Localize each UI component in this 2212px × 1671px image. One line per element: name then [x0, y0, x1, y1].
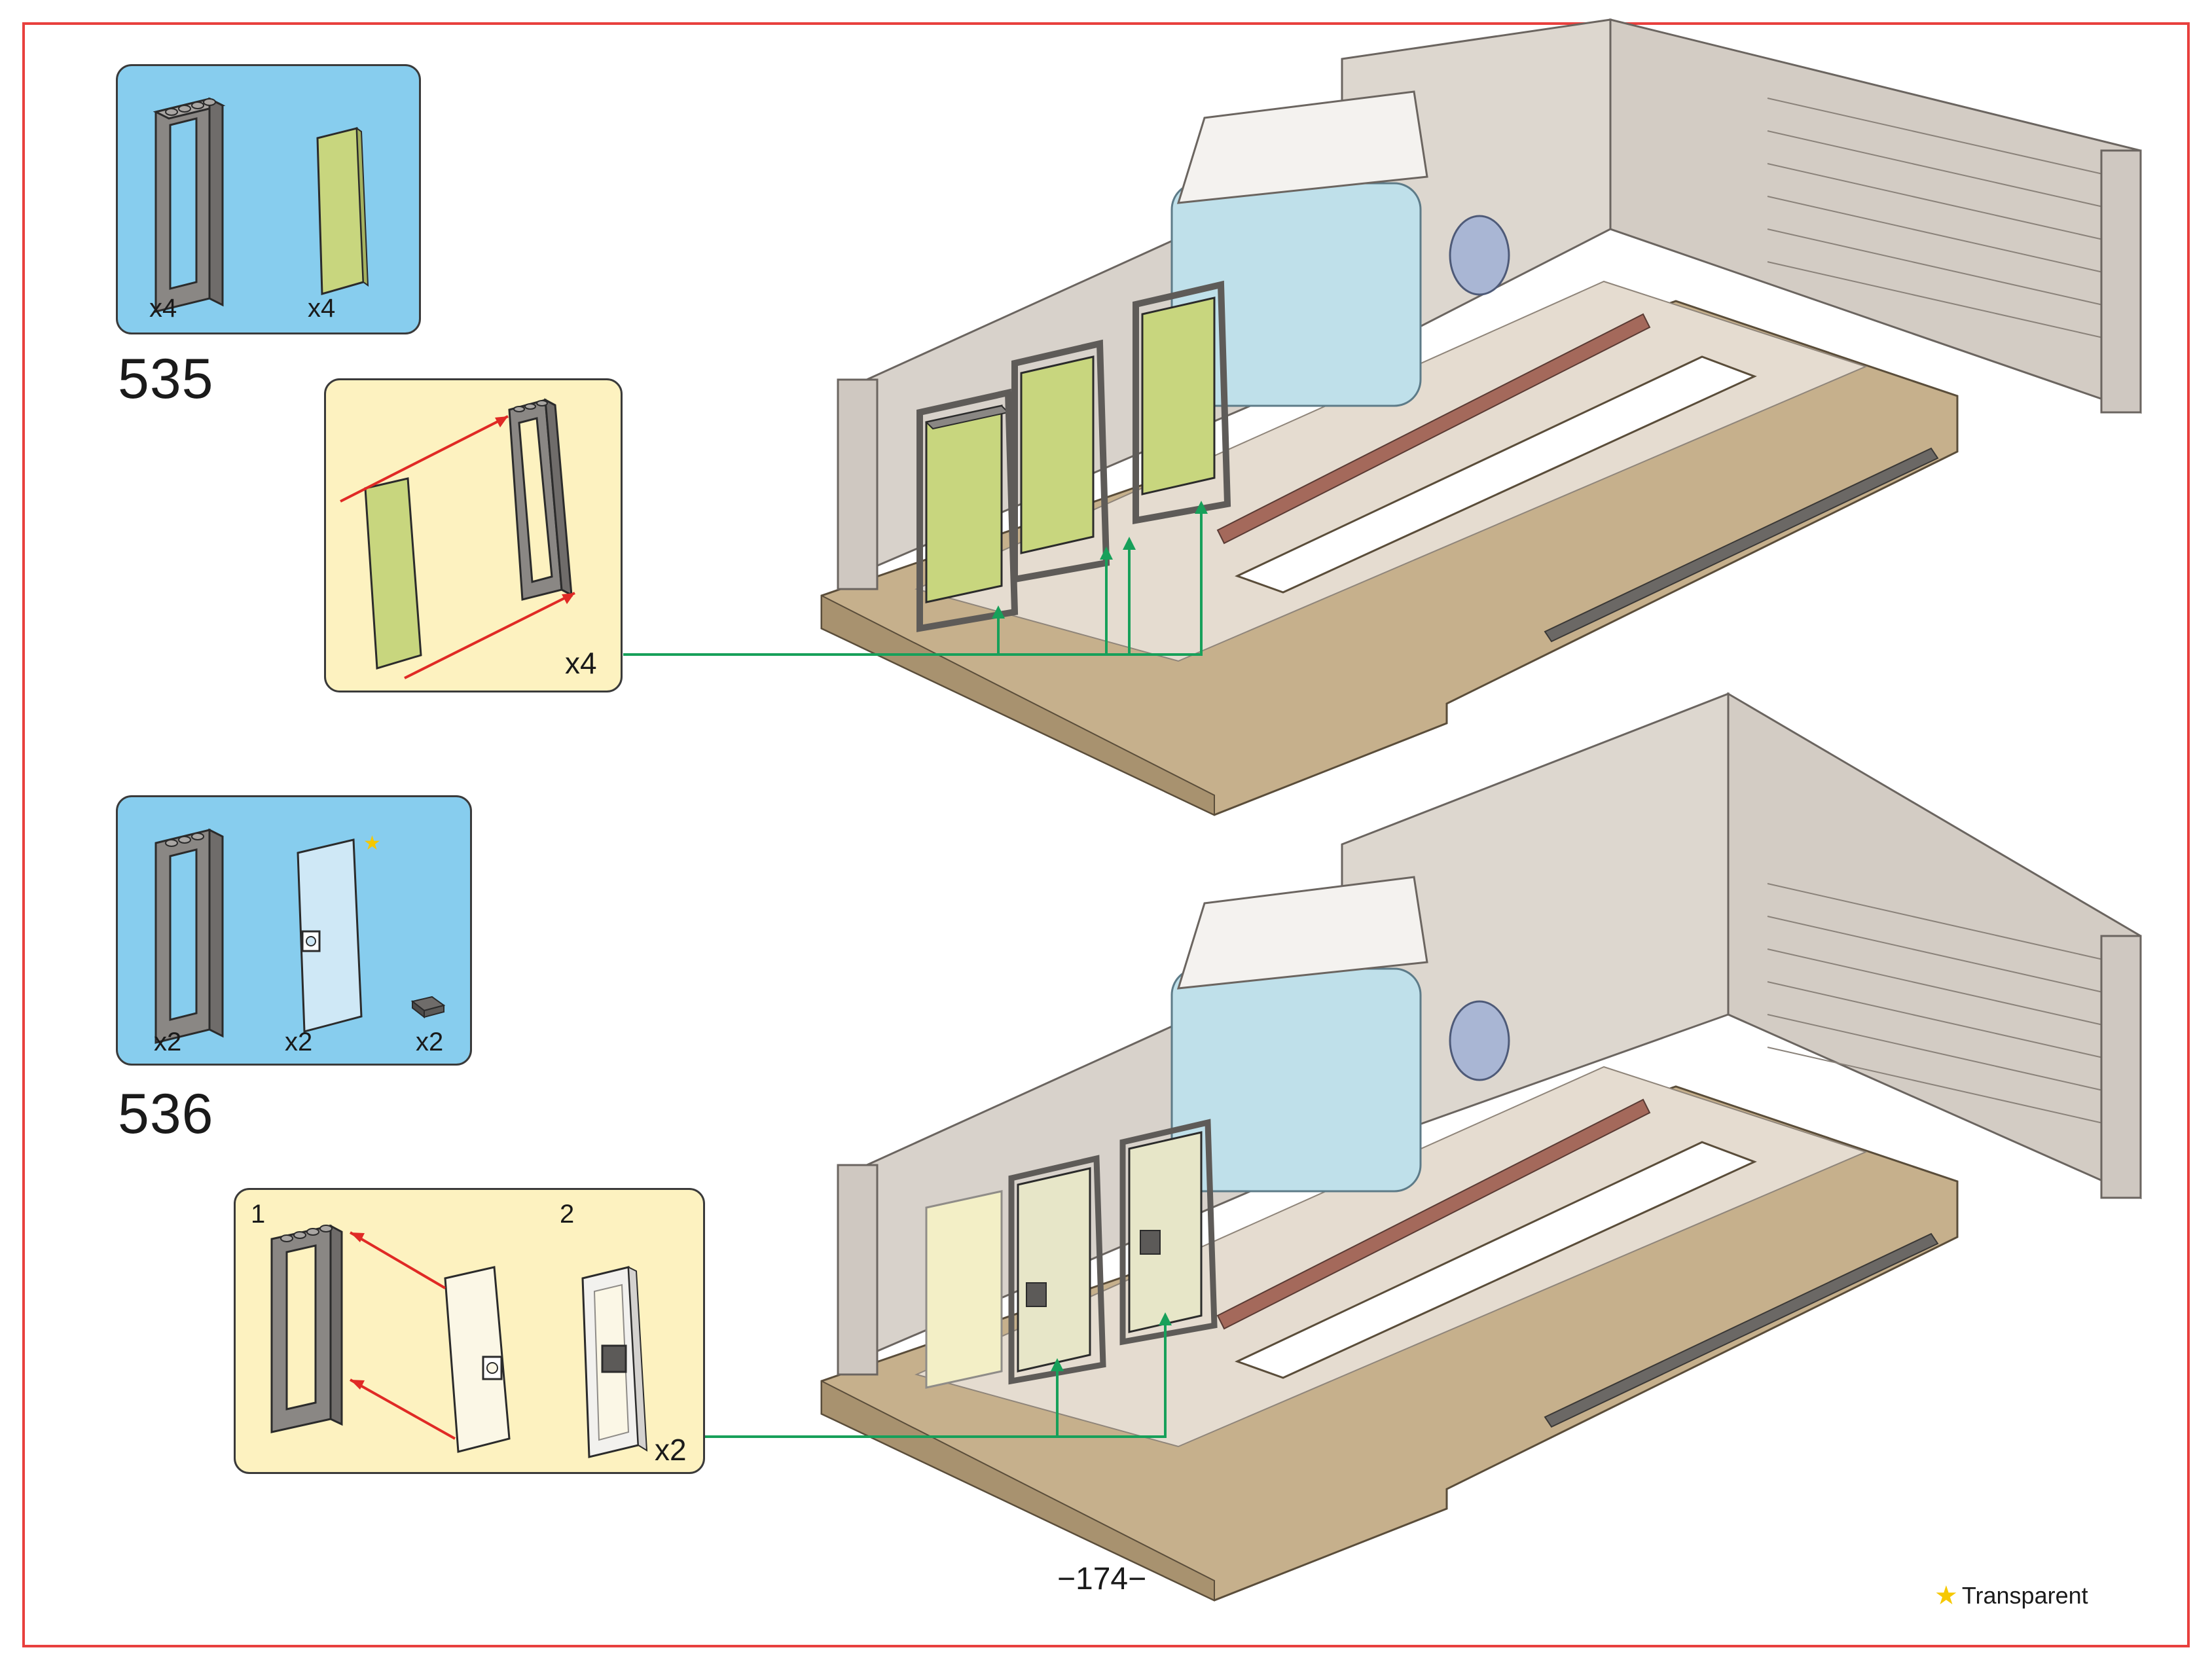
submodel-multiplier-536: x2 — [655, 1433, 687, 1467]
parts-illustration-536: ★ — [154, 828, 446, 1044]
transparent-door-part: ★ — [297, 832, 381, 1033]
part-qty-frame-2: x2 — [154, 1028, 182, 1056]
connector-535 — [623, 507, 1203, 656]
star-icon: ★ — [1934, 1581, 1958, 1610]
sub-step-2-label: 2 — [560, 1200, 575, 1229]
model-535 — [820, 18, 2142, 816]
parts-list-535: x4 x4 — [116, 64, 421, 334]
legend-label: Transparent — [1961, 1582, 2088, 1609]
door-frame-part-2 — [154, 828, 224, 1044]
parts-list-536: ★ x2 x2 x2 — [116, 795, 472, 1066]
part-qty-frame: x4 — [149, 294, 177, 323]
page-number: −174− — [1057, 1562, 1147, 1596]
connector-arrows-535 — [992, 501, 1208, 619]
transparent-star-icon: ★ — [363, 832, 381, 855]
parts-illustration-535 — [153, 97, 369, 313]
connector-536 — [705, 1319, 1167, 1438]
model-536 — [820, 692, 2142, 1602]
legend-transparent: ★ Transparent — [1934, 1581, 2088, 1611]
part-qty-panel: x4 — [308, 294, 336, 323]
grille-tile-part — [410, 996, 446, 1019]
part-qty-grille: x2 — [416, 1028, 444, 1056]
step-number-535: 535 — [118, 348, 214, 410]
sub-step-1-label: 1 — [251, 1200, 266, 1229]
connector-arrows-536 — [1051, 1312, 1172, 1371]
submodel-box-535: x4 — [324, 378, 623, 692]
door-frame-part — [153, 97, 226, 313]
step-number-536: 536 — [118, 1083, 214, 1145]
submodel-illustration-536 — [270, 1224, 648, 1458]
submodel-multiplier-535: x4 — [565, 646, 597, 680]
submodel-box-536: 1 2 x2 — [234, 1188, 705, 1474]
part-qty-transparent-door: x2 — [285, 1028, 313, 1056]
submodel-illustration-535 — [340, 398, 575, 679]
page-frame — [22, 22, 2190, 1647]
door-panel-part — [316, 126, 369, 295]
